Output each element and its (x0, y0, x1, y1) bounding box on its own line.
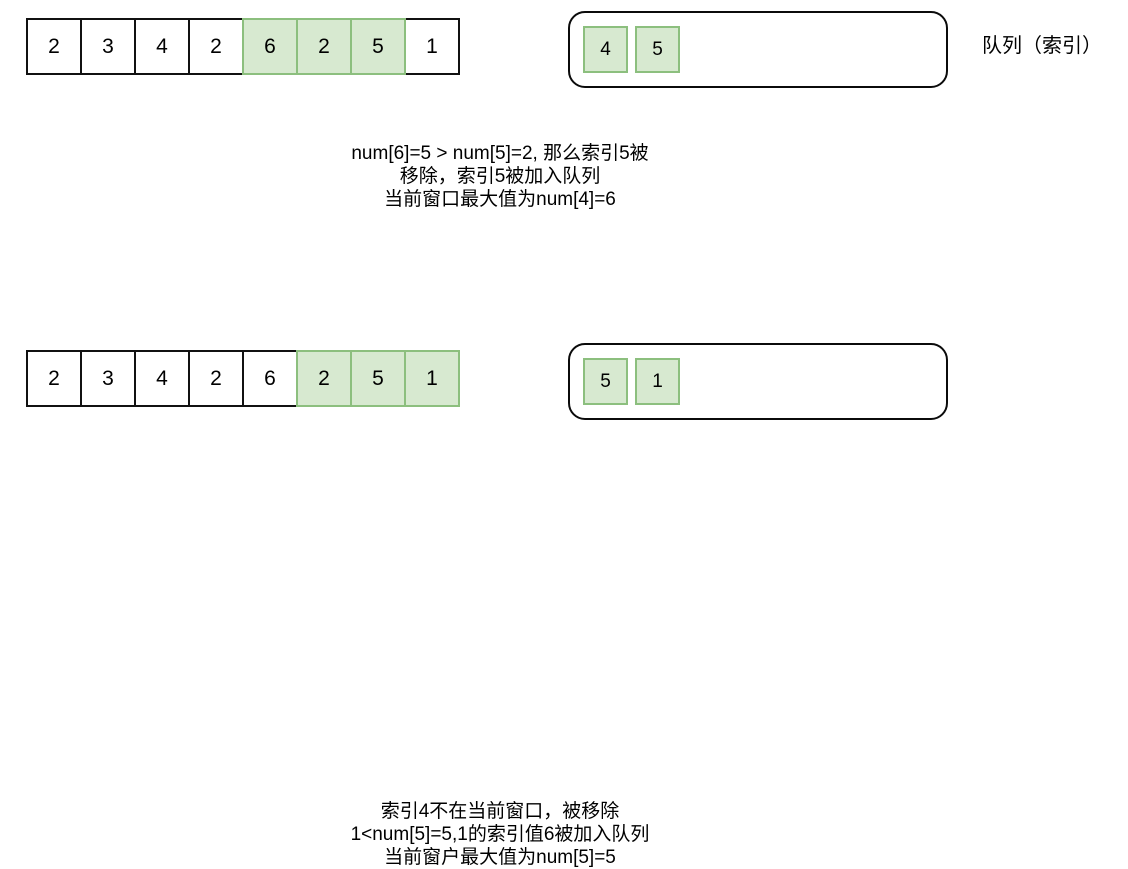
array-strip-step-1: 2 3 4 2 6 2 5 1 (26, 18, 460, 75)
array-cell-highlighted: 1 (404, 350, 460, 407)
array-cell-highlighted: 5 (350, 350, 406, 407)
queue-cell: 1 (635, 358, 680, 405)
queue-legend-label: 队列（索引） (982, 35, 1102, 57)
array-cell: 3 (80, 18, 136, 75)
array-cell: 4 (134, 350, 190, 407)
queue-container-step-2: 5 1 (568, 343, 948, 420)
caption-step-2: 索引4不在当前窗口，被移除 1<num[5]=5,1的索引值6被加入队列 当前窗… (0, 800, 1000, 869)
array-cell: 4 (134, 18, 190, 75)
array-cell: 2 (26, 18, 82, 75)
caption-line: 当前窗口最大值为num[4]=6 (384, 189, 616, 210)
array-cell: 3 (80, 350, 136, 407)
array-cell-highlighted: 5 (350, 18, 406, 75)
array-cell: 2 (188, 350, 244, 407)
array-cell: 6 (242, 350, 298, 407)
array-cell-highlighted: 6 (242, 18, 298, 75)
diagram-canvas: 2 3 4 2 6 2 5 1 4 5 队列（索引） num[6]=5 > nu… (0, 11, 1102, 868)
array-cell: 2 (188, 18, 244, 75)
array-cell-highlighted: 2 (296, 350, 352, 407)
caption-step-1: num[6]=5 > num[5]=2, 那么索引5被 移除，索引5被加入队列 … (0, 142, 1000, 211)
array-cell-highlighted: 2 (296, 18, 352, 75)
array-strip-step-2: 2 3 4 2 6 2 5 1 (26, 350, 460, 407)
caption-line: 索引4不在当前窗口，被移除 (380, 801, 620, 822)
array-cell: 2 (26, 350, 82, 407)
caption-line: 移除，索引5被加入队列 (399, 166, 601, 187)
queue-cell: 5 (635, 26, 680, 73)
queue-container-step-1: 4 5 (568, 11, 948, 88)
queue-cell: 4 (583, 26, 628, 73)
caption-line: 1<num[5]=5,1的索引值6被加入队列 (350, 824, 650, 845)
caption-line: 当前窗户最大值为num[5]=5 (384, 847, 616, 868)
array-cell: 1 (404, 18, 460, 75)
caption-line: num[6]=5 > num[5]=2, 那么索引5被 (351, 143, 649, 164)
queue-cell: 5 (583, 358, 628, 405)
